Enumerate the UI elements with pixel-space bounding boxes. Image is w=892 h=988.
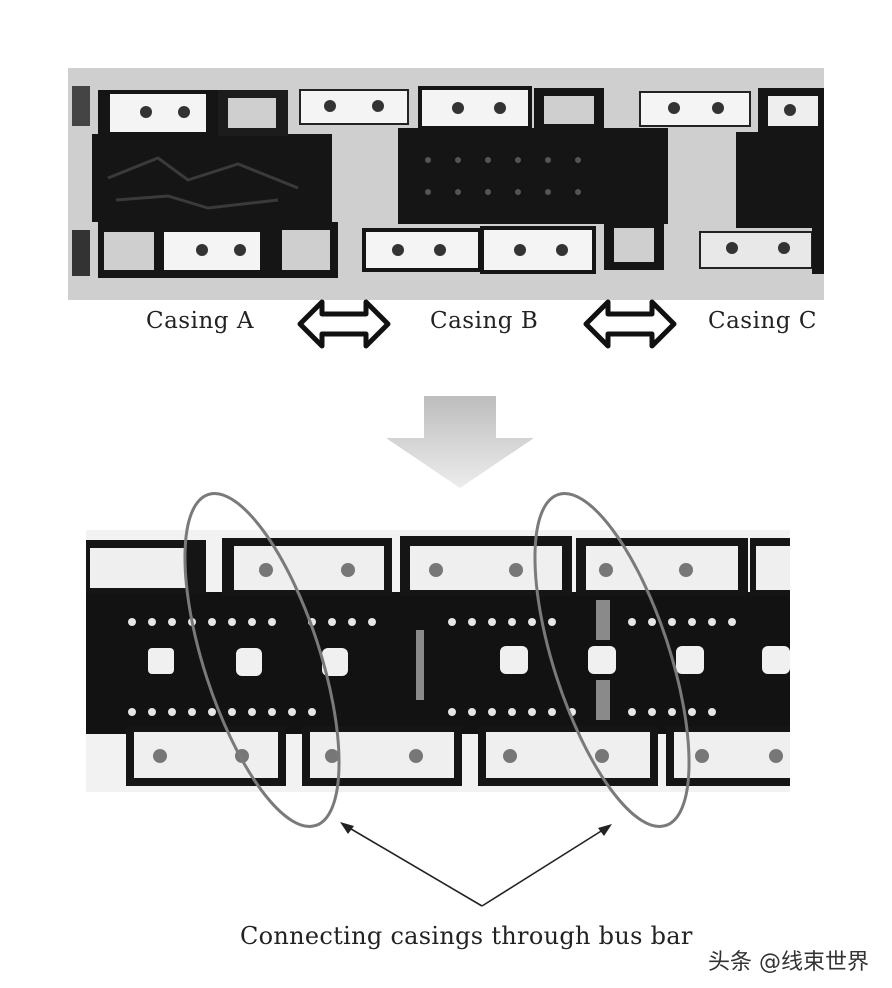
double-arrow-icon (583, 299, 677, 349)
caption: Connecting casings through bus bar (240, 922, 693, 950)
casing-a-label: Casing A (146, 308, 254, 334)
casings-separate-illustration (68, 68, 824, 300)
watermark: 头条 @线束世界 (708, 950, 869, 975)
connection-ellipse-right (533, 492, 691, 828)
casing-a-illustration (72, 86, 338, 278)
double-arrow-icon (297, 299, 391, 349)
casing-b-label: Casing B (430, 308, 539, 334)
casings-separate-photo (68, 68, 824, 300)
casing-b-illustration (299, 86, 668, 274)
down-arrow-icon (386, 396, 534, 488)
casing-c-label: Casing C (708, 308, 817, 334)
pointer-arrow-right (481, 824, 612, 907)
pointer-arrow-left (340, 822, 483, 907)
connection-ellipse-left (183, 492, 341, 828)
casing-c-illustration (639, 88, 824, 274)
